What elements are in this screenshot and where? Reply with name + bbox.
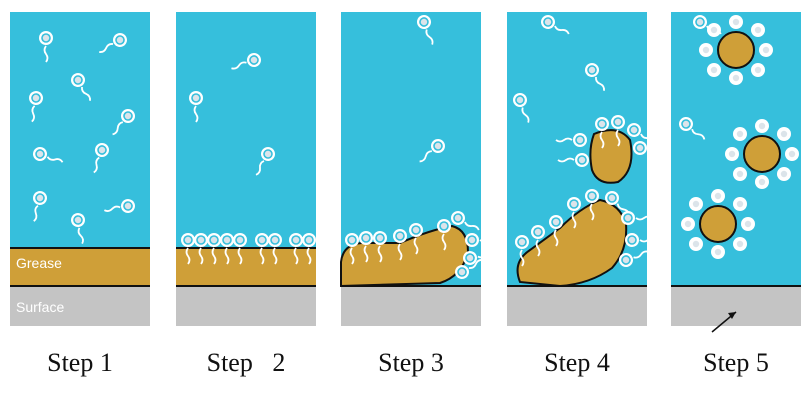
step-label: Step 5	[666, 348, 801, 378]
panel-step-1: Grease Surface	[10, 12, 150, 326]
panel-step-4	[507, 12, 664, 326]
surfactant-molecule-icon	[633, 141, 664, 155]
panel-step-3	[341, 12, 496, 326]
grease-micelle-icon	[725, 119, 799, 189]
water-region	[176, 12, 316, 248]
surface-layer	[507, 287, 647, 326]
surface-layer	[671, 287, 801, 326]
step-label: Step 3	[341, 348, 481, 378]
step-label: Step 2	[176, 348, 316, 378]
panel-step-5	[671, 12, 801, 332]
step-label: Step 1	[10, 348, 150, 378]
grease-micelle-icon	[681, 189, 755, 259]
grease-micelle-icon	[699, 15, 773, 85]
surface-label: Surface	[16, 299, 64, 315]
grease-label: Grease	[16, 255, 62, 271]
step-label: Step 4	[507, 348, 647, 378]
grease-droplet	[590, 130, 631, 183]
surface-layer	[341, 287, 481, 326]
panel-step-2	[176, 12, 316, 326]
surface-layer	[176, 287, 316, 326]
